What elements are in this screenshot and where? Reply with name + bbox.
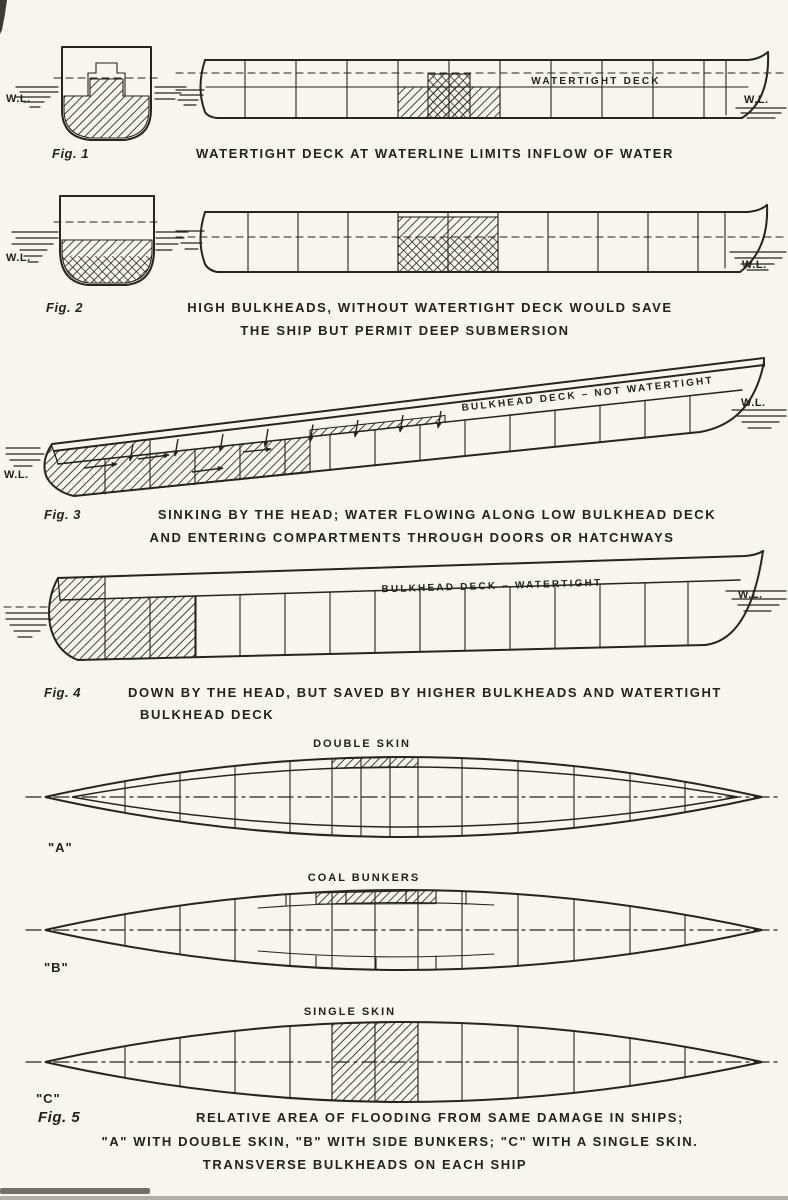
plan-b-bunker-cells xyxy=(285,889,467,970)
fig5-plan-a: DOUBLE SKIN "A" xyxy=(25,738,781,855)
plan-b-title: COAL BUNKERS xyxy=(308,872,420,884)
water-marks xyxy=(154,86,187,100)
water-marks xyxy=(155,231,189,251)
fig1-wl-right-label: W.L. xyxy=(744,94,769,106)
fig5-plan-c: SINGLE SKIN "C" xyxy=(25,1006,781,1106)
water-marks xyxy=(5,612,53,638)
fig2-caption-line2: THE SHIP BUT PERMIT DEEP SUBMERSION xyxy=(240,323,569,338)
fig2-cross-section: W.L. xyxy=(6,195,189,286)
plan-c-label: "C" xyxy=(36,1091,61,1106)
fig5-number: Fig. 5 xyxy=(38,1109,80,1126)
fig5-caption-line3: TRANSVERSE BULKHEADS ON EACH SHIP xyxy=(203,1157,527,1172)
water-marks xyxy=(731,409,787,429)
water-marks xyxy=(175,89,205,106)
plan-b-bulkheads xyxy=(124,889,686,971)
water-marks xyxy=(5,447,45,467)
fig4-wl-right-label: W.L. xyxy=(738,589,763,601)
fig5-caption-line2: "A" WITH DOUBLE SKIN, "B" WITH SIDE BUNK… xyxy=(102,1134,699,1149)
water-marks xyxy=(735,107,787,119)
fig1-cross-section: W.L. xyxy=(6,46,187,141)
fig1-bulkheads xyxy=(244,59,727,119)
water-marks xyxy=(15,86,59,108)
water-marks xyxy=(725,590,787,612)
fig2-profile: W.L. xyxy=(175,204,787,273)
fig4-caption: Fig. 4 DOWN BY THE HEAD, BUT SAVED BY HI… xyxy=(44,685,722,722)
fig3-wl-right-label: W.L. xyxy=(741,397,766,409)
water-marks xyxy=(175,230,205,250)
fig5-plan-b: COAL BUNKERS "B" xyxy=(25,872,781,975)
fig1-wl-left-label: W.L. xyxy=(6,93,31,105)
fig1-profile: WATERTIGHT DECK W.L. xyxy=(175,51,787,119)
fig3-number: Fig. 3 xyxy=(44,507,81,522)
fig3-caption-line2: AND ENTERING COMPARTMENTS THROUGH DOORS … xyxy=(150,530,675,545)
fig4-caption-line2: BULKHEAD DECK xyxy=(140,707,274,722)
water-marks xyxy=(11,231,59,263)
fig2-wl-right-label: W.L. xyxy=(742,259,767,271)
fig2-bulkheads xyxy=(247,211,726,273)
fig4-bulkheads xyxy=(104,580,689,661)
fig1-caption-text: WATERTIGHT DECK AT WATERLINE LIMITS INFL… xyxy=(196,146,674,161)
fig4-number: Fig. 4 xyxy=(44,685,81,700)
fig3-wl-left-label: W.L. xyxy=(4,469,29,481)
water-marks xyxy=(729,251,787,271)
fig2-wl-left-label: W.L. xyxy=(6,252,31,264)
plan-a-bulkheads xyxy=(124,756,686,838)
fig1-deck-label: WATERTIGHT DECK xyxy=(531,76,660,87)
fig5-caption-line1: RELATIVE AREA OF FLOODING FROM SAME DAMA… xyxy=(196,1110,684,1125)
fig2-caption: Fig. 2 HIGH BULKHEADS, WITHOUT WATERTIGH… xyxy=(46,300,672,338)
fig2-caption-line1: HIGH BULKHEADS, WITHOUT WATERTIGHT DECK … xyxy=(187,300,672,315)
fig2-number: Fig. 2 xyxy=(46,300,83,315)
plan-c-title: SINGLE SKIN xyxy=(304,1006,396,1018)
plan-a-title: DOUBLE SKIN xyxy=(313,738,411,750)
fig3-flow-arrows xyxy=(83,410,442,473)
plan-b-label: "B" xyxy=(44,960,69,975)
fig3-caption-line1: SINKING BY THE HEAD; WATER FLOWING ALONG… xyxy=(158,507,716,522)
fig3-caption: Fig. 3 SINKING BY THE HEAD; WATER FLOWIN… xyxy=(44,507,716,545)
fig5-caption: Fig. 5 RELATIVE AREA OF FLOODING FROM SA… xyxy=(38,1109,699,1172)
plan-a-label: "A" xyxy=(48,840,73,855)
fig1-number: Fig. 1 xyxy=(52,146,89,161)
fig1-caption: Fig. 1 WATERTIGHT DECK AT WATERLINE LIMI… xyxy=(52,146,674,161)
fig4-caption-line1: DOWN BY THE HEAD, BUT SAVED BY HIGHER BU… xyxy=(128,685,722,700)
